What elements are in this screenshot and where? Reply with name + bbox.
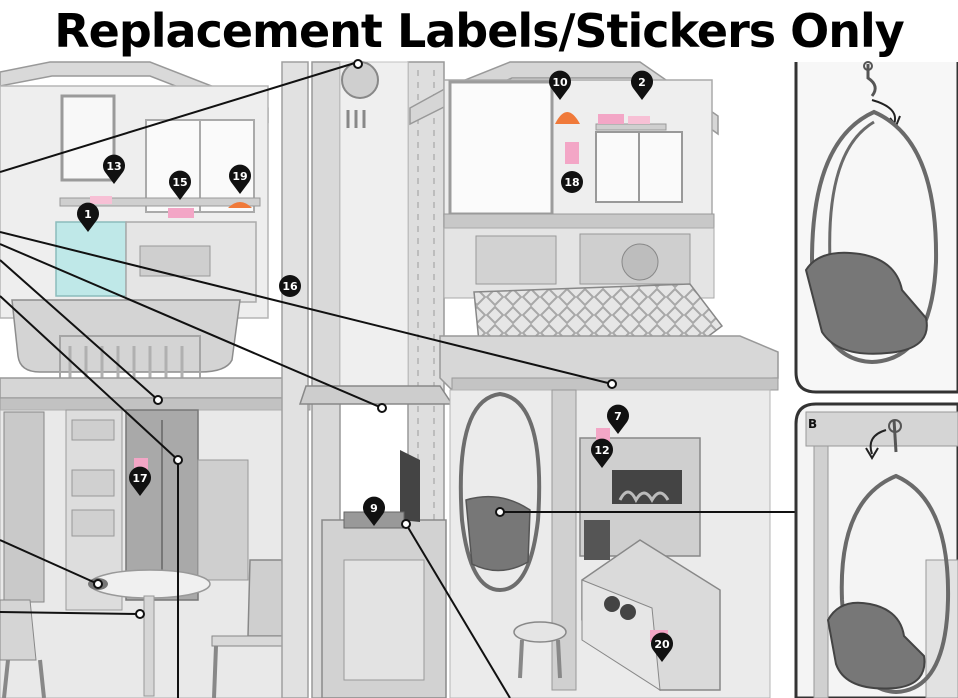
marker-10: 10 [549,70,571,100]
marker-1: 1 [77,202,99,232]
marker-13: 13 [103,154,125,184]
marker-16: 16 [279,275,301,297]
marker-16-label: 16 [282,280,298,293]
detail-panel-top [794,61,958,394]
marker-18: 18 [561,171,583,193]
marker-17: 17 [129,466,151,496]
page-title: Replacement Labels/Stickers Only [54,4,905,58]
marker-20: 20 [651,632,673,662]
marker-7: 7 [607,404,629,434]
panel-b-letter: B [808,417,817,431]
marker-9-label: 9 [370,502,378,515]
marker-1-label: 1 [84,208,92,221]
marker-13-label: 13 [106,160,121,173]
right-house [409,61,779,698]
marker-7-label: 7 [614,410,622,423]
detail-panel-bottom: B [794,402,958,698]
marker-15: 15 [169,170,191,200]
marker-17-label: 17 [132,472,147,485]
marker-9: 9 [363,496,385,526]
marker-12-label: 12 [594,444,609,457]
marker-2-label: 2 [638,76,646,89]
marker-20-label: 20 [654,638,670,651]
marker-15-label: 15 [172,176,187,189]
marker-18-label: 18 [564,176,579,189]
leader-endpoints [93,59,617,619]
leader-lines [0,61,796,698]
marker-19-label: 19 [232,170,247,183]
marker-12: 12 [591,438,613,468]
marker-19: 19 [229,164,251,194]
marker-2: 2 [631,70,653,100]
center-tower [281,61,454,698]
left-house [0,61,312,698]
marker-10-label: 10 [552,76,568,89]
